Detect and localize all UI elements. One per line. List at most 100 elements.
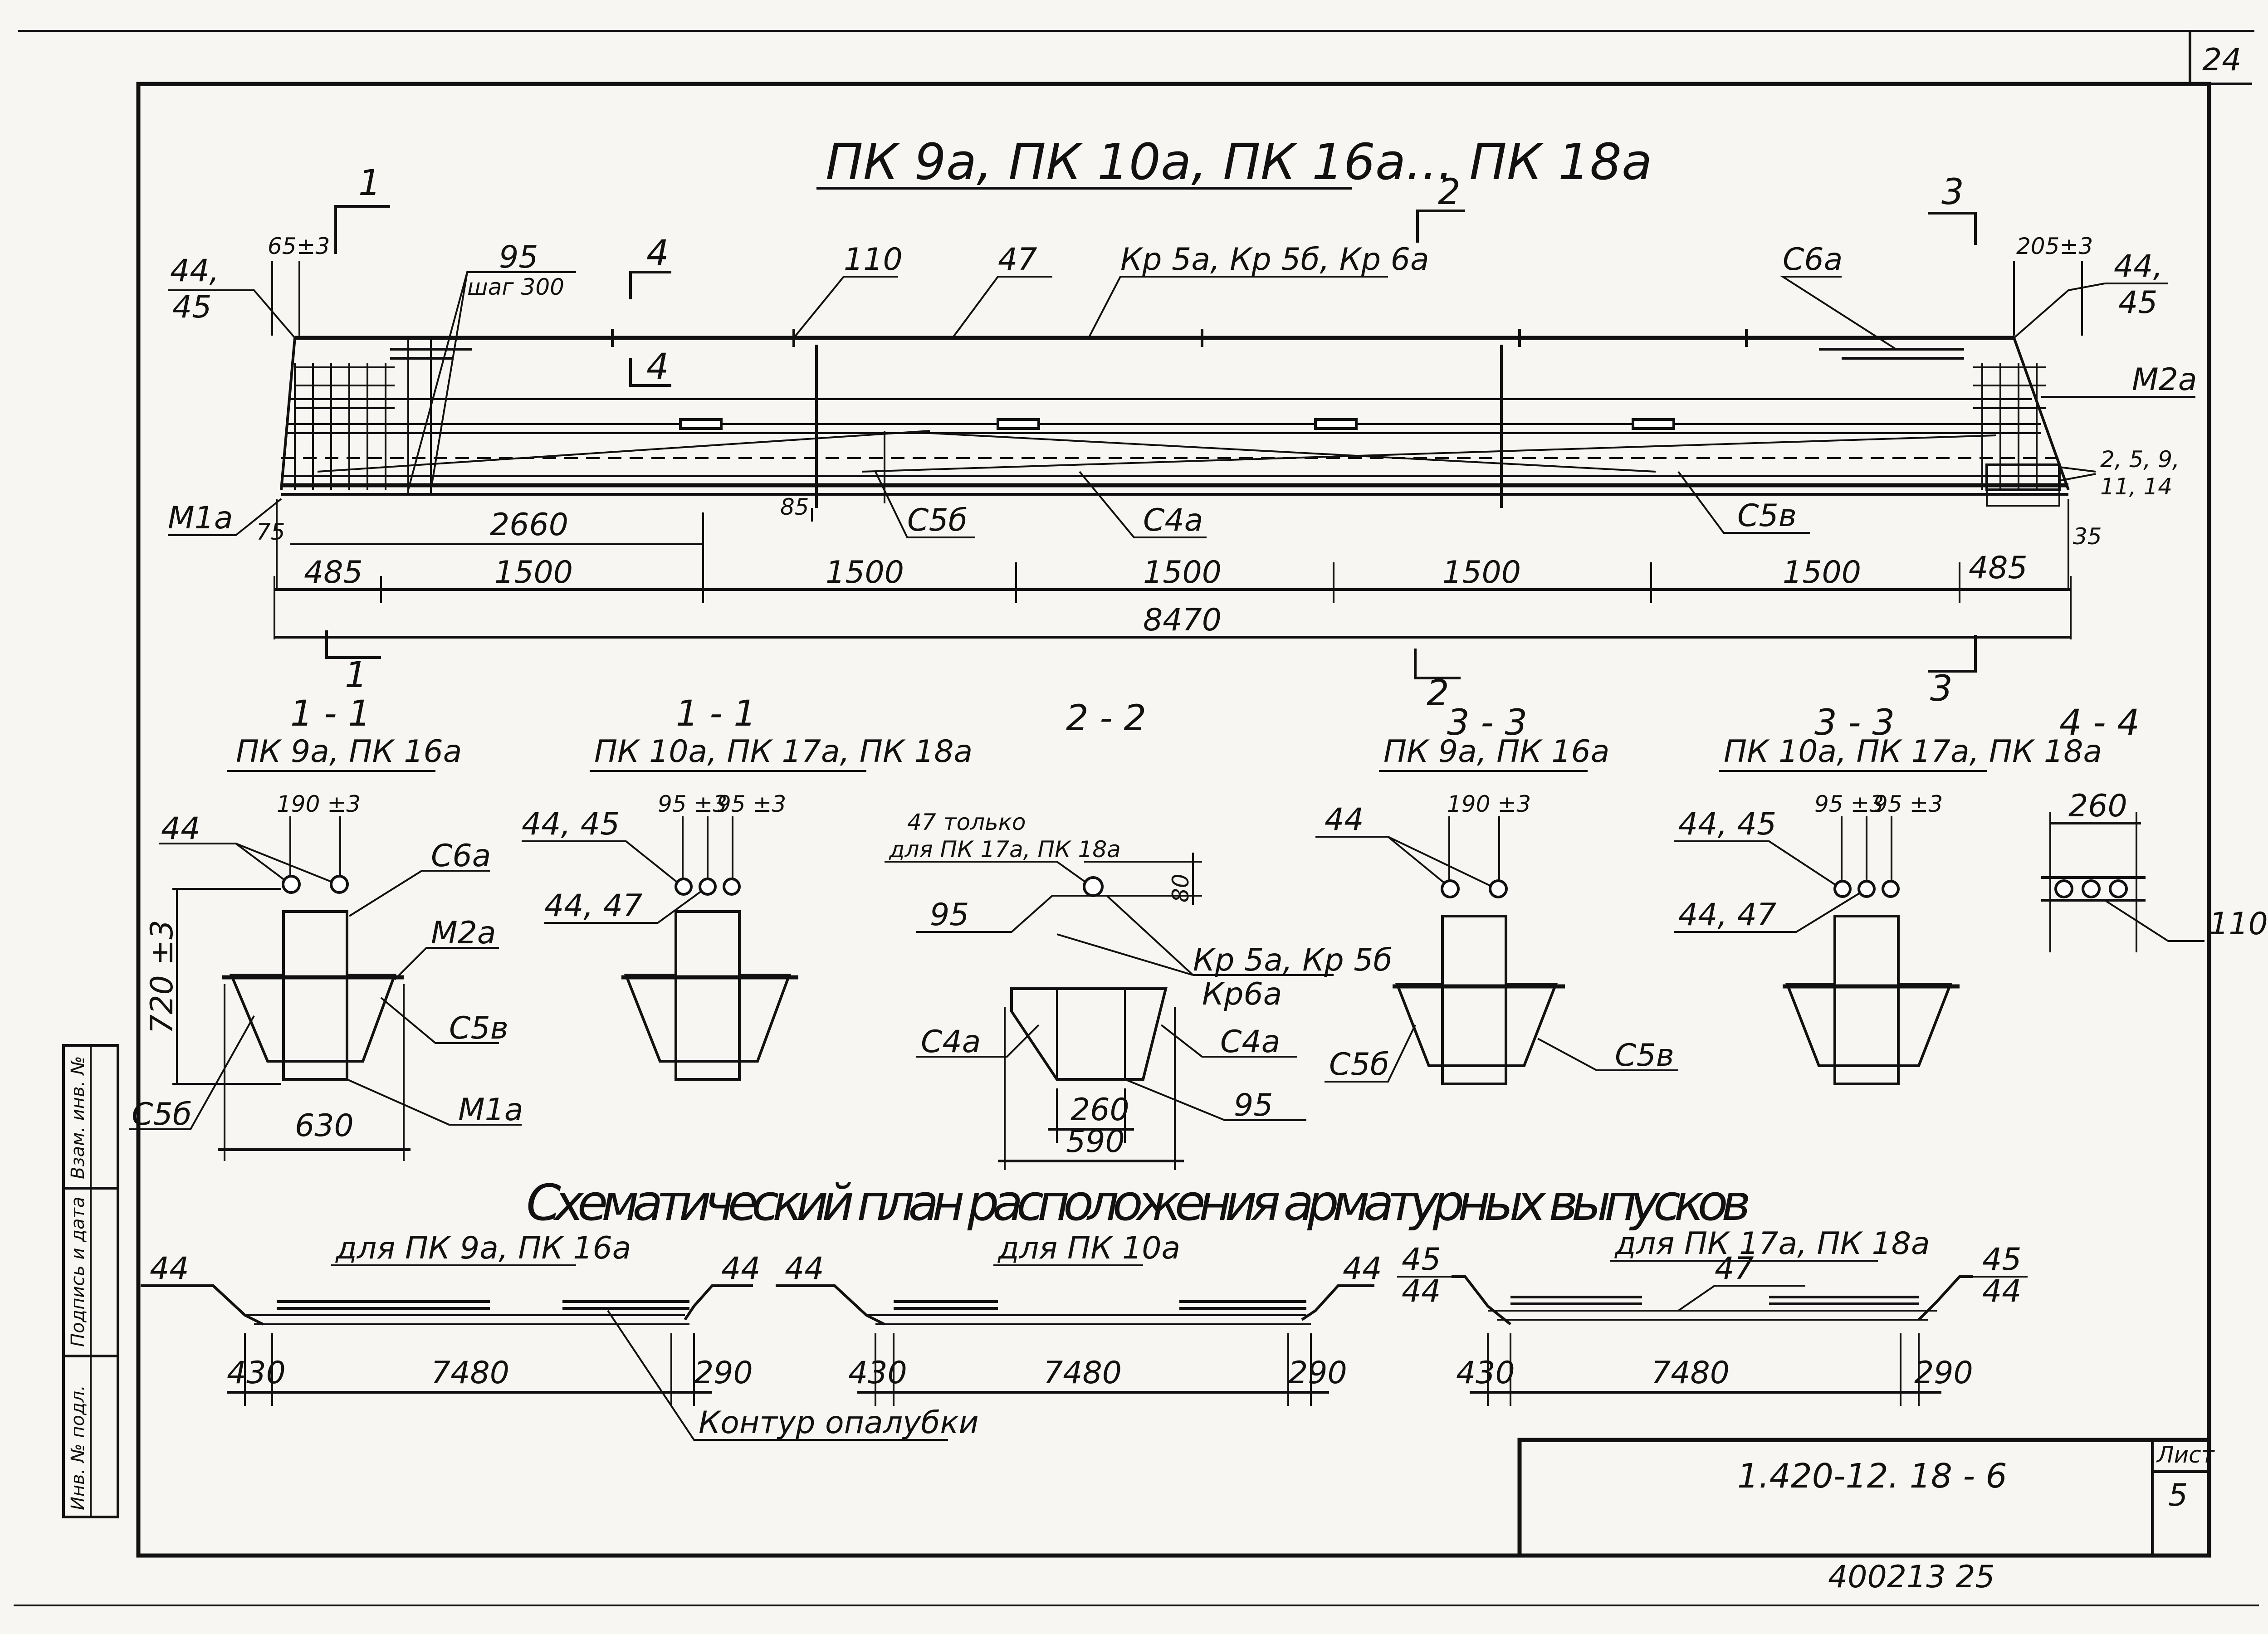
- svg-text:С5б: С5б: [132, 1097, 192, 1132]
- svg-text:1.420-12. 18 - 6: 1.420-12. 18 - 6: [1737, 1457, 2007, 1496]
- svg-text:4: 4: [646, 233, 669, 274]
- side-label-sign: Подпись и дата: [68, 1197, 88, 1347]
- svg-text:2, 5, 9,: 2, 5, 9,: [2100, 446, 2180, 473]
- svg-text:1500: 1500: [1143, 555, 1222, 590]
- svg-text:Кр 5а, Кр 5б: Кр 5а, Кр 5б: [1193, 942, 1392, 978]
- section-marker-1-bottom: 1: [325, 630, 381, 696]
- svg-text:44: 44: [1325, 802, 1364, 838]
- formwork-contour-label: Контур опалубки: [607, 1310, 979, 1441]
- section-marker-2-bottom: 2: [1414, 649, 1461, 714]
- svg-text:М1а: М1а: [168, 500, 233, 536]
- svg-text:2 - 2: 2 - 2: [1066, 698, 1146, 739]
- svg-text:3: 3: [1941, 172, 1964, 213]
- svg-text:44: 44: [721, 1251, 761, 1287]
- svg-text:95: 95: [930, 897, 969, 933]
- svg-text:М2а: М2а: [431, 915, 496, 951]
- svg-text:205±3: 205±3: [2016, 233, 2093, 259]
- section-marker-3-top: 3: [1928, 172, 1977, 245]
- svg-text:590: 590: [1066, 1124, 1125, 1160]
- svg-text:2: 2: [1427, 673, 1449, 714]
- svg-text:для ПК 17а, ПК 18а: для ПК 17а, ПК 18а: [889, 836, 1121, 863]
- svg-text:3 - 3: 3 - 3: [1447, 702, 1527, 743]
- svg-text:11, 14: 11, 14: [2100, 473, 2172, 500]
- svg-text:С5в: С5в: [1615, 1038, 1674, 1073]
- svg-text:С4а: С4а: [1220, 1024, 1280, 1060]
- svg-text:1 - 1: 1 - 1: [290, 693, 371, 734]
- svg-text:М2а: М2а: [2132, 362, 2197, 398]
- svg-text:С4а: С4а: [921, 1024, 981, 1060]
- plan-pk10a: для ПК 10а 44 44 430 7480 290: [776, 1230, 1382, 1406]
- svg-text:44: 44: [150, 1251, 189, 1287]
- svg-text:ПК 9а, ПК 16а: ПК 9а, ПК 16а: [1383, 734, 1609, 770]
- elevation-labels: 44, 45 65±3 95 шаг 300 110 47 Кр 5а, Кр …: [168, 233, 2197, 638]
- beam-elevation: [276, 329, 2070, 590]
- section-3-3-pk10a: 3 - 3 ПК 10а, ПК 17а, ПК 18а 44, 45 44, …: [1674, 702, 2102, 1085]
- svg-text:1: 1: [358, 163, 381, 204]
- svg-text:95: 95: [499, 239, 538, 275]
- section-marker-3-bottom: 3: [1928, 635, 1977, 709]
- svg-text:45: 45: [172, 289, 212, 325]
- svg-text:485: 485: [1969, 550, 2028, 586]
- svg-text:430: 430: [848, 1355, 907, 1391]
- svg-text:260: 260: [2068, 788, 2127, 824]
- svg-text:430: 430: [227, 1355, 286, 1391]
- svg-text:44: 44: [1343, 1251, 1382, 1287]
- svg-text:47 только: 47 только: [907, 809, 1026, 835]
- svg-text:М1а: М1а: [458, 1092, 523, 1128]
- svg-text:2: 2: [1438, 172, 1461, 213]
- svg-text:75: 75: [256, 519, 285, 545]
- svg-text:7480: 7480: [1651, 1355, 1730, 1391]
- svg-text:2660: 2660: [490, 507, 568, 543]
- side-label-replace: Взам. инв. №: [68, 1056, 88, 1179]
- plan-pk17a: для ПК 17а, ПК 18а 45 44 45 44 47 430 74…: [1397, 1226, 2028, 1406]
- svg-text:Контур опалубки: Контур опалубки: [699, 1405, 979, 1441]
- plan-title: Схематический план расположения арматурн…: [526, 1174, 1751, 1232]
- section-1-1-pk10a: 1 - 1 ПК 10а, ПК 17а, ПК 18а 44, 45 44, …: [522, 693, 973, 1081]
- svg-text:45: 45: [1982, 1242, 2022, 1278]
- svg-text:45: 45: [1402, 1242, 1441, 1278]
- svg-text:1500: 1500: [1442, 555, 1521, 590]
- svg-text:1500: 1500: [494, 555, 573, 590]
- svg-text:44, 45: 44, 45: [1678, 806, 1776, 842]
- svg-text:шаг 300: шаг 300: [467, 274, 564, 300]
- svg-text:ПК 10а, ПК 17а, ПК 18а: ПК 10а, ПК 17а, ПК 18а: [594, 734, 973, 770]
- svg-text:630: 630: [295, 1108, 354, 1144]
- svg-text:35: 35: [2073, 523, 2102, 550]
- section-marker-4-bottom: 4: [629, 346, 671, 387]
- section-marker-2-top: 2: [1416, 172, 1465, 243]
- svg-text:290: 290: [1288, 1355, 1347, 1391]
- svg-text:190 ±3: 190 ±3: [277, 791, 361, 817]
- svg-text:4 - 4: 4 - 4: [2059, 702, 2140, 743]
- svg-text:7480: 7480: [431, 1355, 509, 1391]
- svg-text:95 ±3: 95 ±3: [1814, 791, 1884, 817]
- svg-text:ПК 10а, ПК 17а, ПК 18а: ПК 10а, ПК 17а, ПК 18а: [1724, 734, 2102, 770]
- svg-text:3 - 3: 3 - 3: [1814, 702, 1895, 743]
- svg-text:45: 45: [2118, 285, 2158, 321]
- svg-text:65±3: 65±3: [268, 233, 330, 259]
- svg-text:190 ±3: 190 ±3: [1447, 791, 1531, 817]
- svg-text:С6а: С6а: [431, 838, 491, 874]
- svg-text:С5в: С5в: [1737, 498, 1797, 534]
- svg-text:85: 85: [780, 494, 809, 520]
- svg-text:1500: 1500: [826, 555, 904, 590]
- svg-text:С5б: С5б: [1329, 1047, 1389, 1083]
- svg-text:44: 44: [1402, 1273, 1441, 1309]
- svg-text:95 ±3: 95 ±3: [717, 791, 786, 817]
- svg-text:260: 260: [1070, 1092, 1129, 1128]
- svg-text:47: 47: [998, 242, 1037, 278]
- elevation-dimensions: [274, 512, 2072, 639]
- section-2-2: 2 - 2 47 только для ПК 17а, ПК 18а 80 95…: [885, 698, 1392, 1170]
- svg-text:С5в: С5в: [449, 1010, 508, 1046]
- svg-text:95: 95: [1234, 1088, 1273, 1123]
- title-stamp: 1.420-12. 18 - 6 Лист 5: [1517, 1438, 2215, 1558]
- svg-text:Кр6а: Кр6а: [1202, 976, 1282, 1012]
- side-strip: Инв. № подл. Подпись и дата Взам. инв. №: [62, 1044, 119, 1518]
- svg-text:485: 485: [304, 555, 363, 590]
- svg-text:для ПК 17а, ПК 18а: для ПК 17а, ПК 18а: [1614, 1226, 1930, 1262]
- svg-text:1500: 1500: [1783, 555, 1861, 590]
- svg-text:47: 47: [1715, 1251, 1754, 1287]
- svg-text:ПК 9а, ПК 16а: ПК 9а, ПК 16а: [236, 734, 462, 770]
- svg-text:290: 290: [694, 1355, 753, 1391]
- section-4-4: 4 - 4 260 110: [2041, 702, 2268, 952]
